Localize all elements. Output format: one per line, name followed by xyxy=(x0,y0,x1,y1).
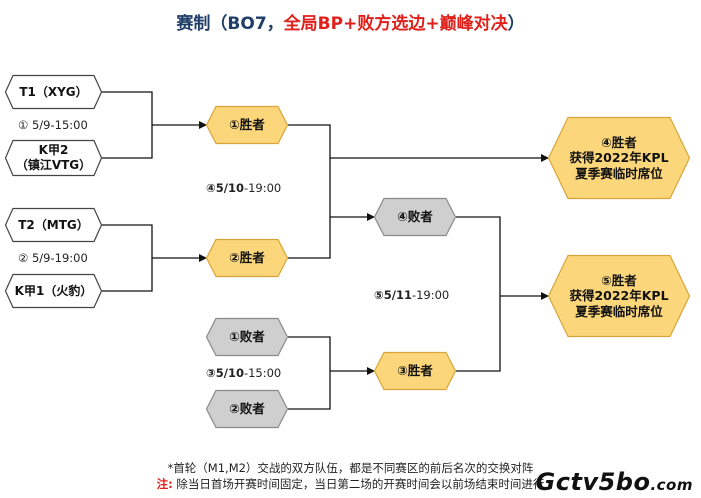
footer-note-text: 除当日首场开赛时间固定，当日第二场的开赛时间会以前场结束时间进行 xyxy=(172,477,545,491)
team-t1-xyg: T1（XYG） xyxy=(4,74,103,110)
node-winner-3-label: ③胜者 xyxy=(397,363,433,379)
team-t2-mtg: T2（MTG） xyxy=(4,207,103,243)
title-part-format: 赛制（BO7， xyxy=(176,14,284,34)
match-3-hour: -15:00 xyxy=(243,366,282,380)
connector-t1 xyxy=(102,91,153,159)
final-5-line-3: 夏季赛临时席位 xyxy=(575,303,663,319)
node-winner-2: ②胜者 xyxy=(205,238,289,278)
final-4-line-3: 夏季赛临时席位 xyxy=(575,165,663,181)
team-k1-huobao: K甲1（火豹） xyxy=(4,273,103,309)
match-4-date: ④5/10 xyxy=(206,181,244,195)
footer-note-1: *首轮（M1,M2）交战的双方队伍，都是不同赛区的前后名次的交换对阵 xyxy=(167,461,534,475)
node-loser-2-label: ②败者 xyxy=(229,401,265,417)
match-3-time: ③5/10-15:00 xyxy=(206,366,281,380)
final-5-line-2: 获得2022年KPL xyxy=(569,288,669,304)
team-t1-label: T1（XYG） xyxy=(19,84,88,99)
match-5-hour: -19:00 xyxy=(411,288,450,302)
final-5-line-1: ⑤胜者 xyxy=(601,272,637,288)
final-4-line-2: 获得2022年KPL xyxy=(569,150,669,166)
footer-note-2: 注: 除当日首场开赛时间固定，当日第二场的开赛时间会以前场结束时间进行 xyxy=(0,476,701,492)
connector-m4 xyxy=(288,124,331,259)
team-k2-vtg: K甲2（镇江VTG） xyxy=(4,139,103,177)
match-4-hour: -19:00 xyxy=(243,181,282,195)
team-k2-label-1: K甲2 xyxy=(38,143,69,157)
connector-m5 xyxy=(456,216,501,372)
page-title: 赛制（BO7，全局BP+败方选边+巅峰对决） xyxy=(0,9,701,34)
team-t2-label: T2（MTG） xyxy=(18,217,89,232)
watermark-main: Gctv5bo xyxy=(535,468,651,496)
node-winner-1: ①胜者 xyxy=(205,105,289,145)
title-part-close: ） xyxy=(507,14,525,34)
node-loser-4-label: ④败者 xyxy=(397,209,433,225)
site-watermark: Gctv5bo.com xyxy=(536,468,693,496)
match-5-time: ⑤5/11-19:00 xyxy=(374,288,449,302)
watermark-sub: .com xyxy=(650,476,693,494)
match-5-date: ⑤5/11 xyxy=(374,288,412,302)
connector-m3 xyxy=(288,336,331,410)
team-k2-label-2: （镇江VTG） xyxy=(15,158,92,172)
match-4-time: ④5/10-19:00 xyxy=(206,181,281,195)
title-part-rules: 全局BP+败方选边+巅峰对决 xyxy=(283,14,508,34)
team-k1-label: K甲1（火豹） xyxy=(14,283,93,298)
node-winner-1-label: ①胜者 xyxy=(229,117,265,133)
node-loser-1-label: ①败者 xyxy=(229,329,265,345)
node-loser-2: ②败者 xyxy=(205,389,289,429)
node-loser-1: ①败者 xyxy=(205,317,289,357)
match-3-date: ③5/10 xyxy=(206,366,244,380)
match-1-time: ① 5/9-15:00 xyxy=(18,118,88,132)
node-winner-2-label: ②胜者 xyxy=(229,250,265,266)
node-winner-3: ③胜者 xyxy=(373,351,457,391)
connector-t2 xyxy=(102,224,153,292)
footer-note-label: 注: xyxy=(156,477,173,491)
match-2-time: ② 5/9-19:00 xyxy=(18,251,88,265)
node-loser-4: ④败者 xyxy=(373,197,457,237)
final-4-line-1: ④胜者 xyxy=(601,134,637,150)
